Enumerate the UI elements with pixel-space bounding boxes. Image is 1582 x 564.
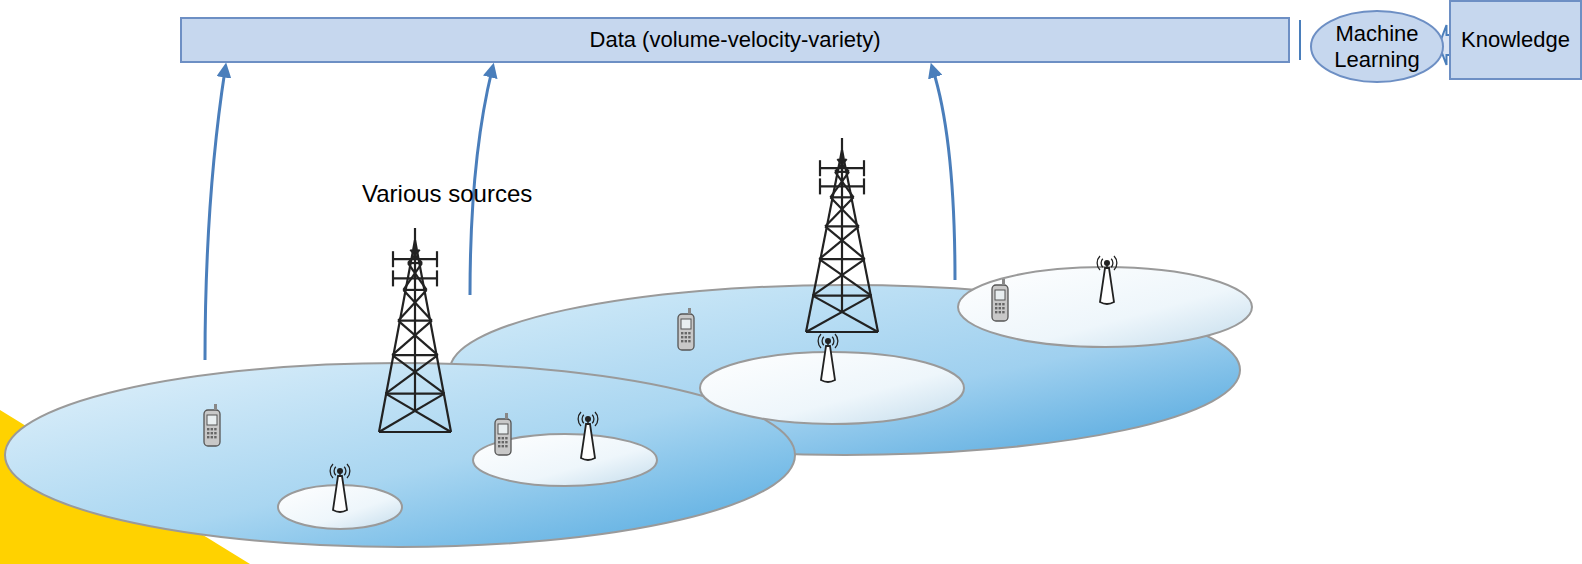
data-box: Data (volume-velocity-variety) [180, 17, 1290, 63]
source-label: Various sources [362, 180, 532, 208]
mobile-phone [992, 279, 1008, 321]
process-ellipse: Machine Learning [1310, 10, 1444, 83]
small-cell-antenna [330, 464, 350, 512]
small-cell-antenna [578, 412, 598, 460]
mobile-phone [204, 404, 220, 446]
small-cell-antennas [330, 256, 1117, 512]
small-cell-antenna [818, 334, 838, 382]
phones [204, 279, 1008, 455]
cell-tint [20, 470, 120, 540]
mobile-phone [495, 413, 511, 455]
small-cells [278, 267, 1252, 529]
knowledge-box: Knowledge [1449, 0, 1582, 80]
mobile-phone [678, 308, 694, 350]
cell-tower [806, 138, 878, 332]
node-text: Machine Learning [1332, 21, 1422, 72]
cell-tower [379, 228, 451, 432]
node-text: Data (volume-velocity-variety) [590, 27, 881, 52]
small-cell-antenna [1097, 256, 1117, 304]
small-cell [958, 267, 1252, 347]
source-arrow [205, 70, 225, 360]
source-arrow [933, 70, 955, 280]
macro-cell [5, 363, 795, 547]
block-arrow [1299, 20, 1301, 60]
node-text: Knowledge [1461, 27, 1570, 52]
